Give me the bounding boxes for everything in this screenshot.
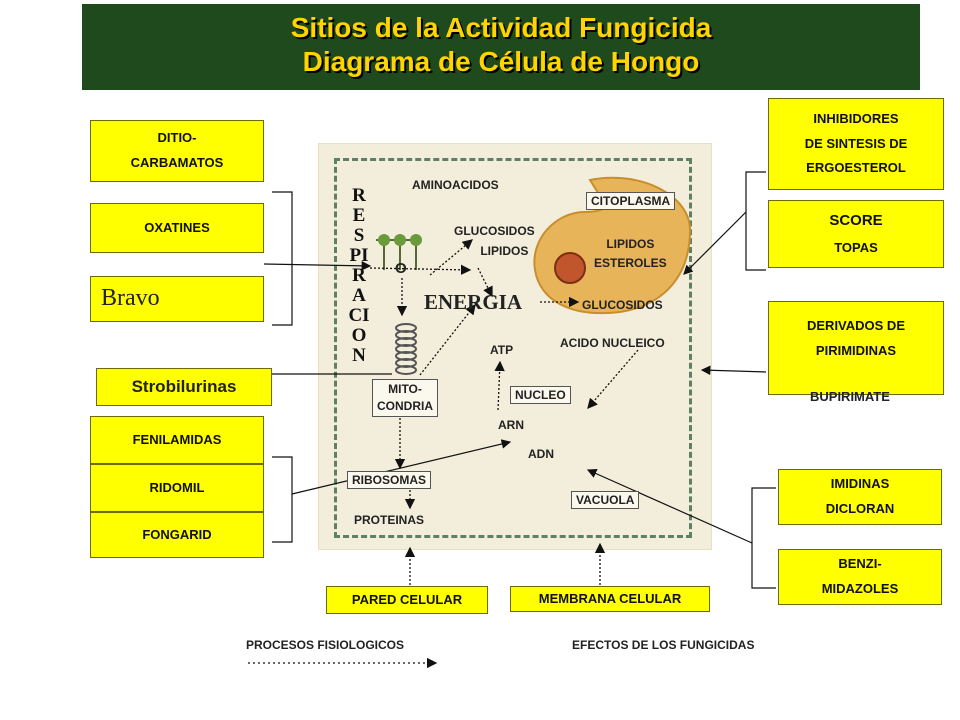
aminoacidos-label: AMINOACIDOS	[412, 178, 499, 192]
ditiocarbamatos-box: DITIO- CARBAMATOS	[90, 120, 264, 182]
inhibidores-line1: INHIBIDORES	[813, 110, 899, 126]
fenilamidas-box: FENILAMIDAS	[90, 416, 264, 464]
glucosidos-lipidos-label: GLUCOSIDOS LIPIDOS	[454, 221, 535, 261]
derivados-line2: PIRIMIDINAS	[815, 342, 897, 358]
mitocondria-line2: CONDRIA	[377, 399, 433, 413]
nucleus-circle	[554, 252, 586, 284]
ditio-line2: CARBAMATOS	[130, 155, 224, 170]
title-line-1: Sitios de la Actividad Fungicida	[290, 12, 712, 43]
membrana-celular-box: MEMBRANA CELULAR	[510, 586, 710, 612]
citoplasma-tag: CITOPLASMA	[586, 192, 676, 210]
atp-label: ATP	[490, 343, 514, 357]
lipidos-esteroles-label: LIPIDOS ESTEROLES	[594, 235, 667, 273]
bupirimate-label: BUPIRIMATE	[810, 389, 890, 404]
procesos-fisiologicos-label: PROCESOS FISIOLOGICOS	[246, 638, 405, 652]
nucleo-tag: NUCLEO	[510, 386, 571, 404]
benzimidazoles-box: BENZI- MIDAZOLES	[778, 549, 942, 605]
pared-celular-box: PARED CELULAR	[326, 586, 488, 614]
inhibidores-line3: ERGOESTEROL	[806, 160, 906, 176]
mitocondria-line1: MITO-	[388, 382, 422, 396]
internal-dotted-arrows	[369, 239, 639, 585]
benzi-line1: BENZI-	[838, 556, 882, 572]
glucosidos-right-label: GLUCOSIDOS	[582, 298, 663, 312]
lipidos-text: LIPIDOS	[480, 244, 529, 258]
ribosomas-tag: RIBOSOMAS	[347, 471, 432, 489]
o-label: O	[395, 260, 407, 277]
score-text: SCORE	[829, 212, 883, 230]
vacuola-tag: VACUOLA	[571, 491, 640, 509]
oxatines-box: OXATINES	[90, 203, 264, 253]
title-line-2: Diagrama de Célula de Hongo	[302, 46, 700, 77]
inhibidores-line2: DE SINTESIS DE	[804, 135, 908, 151]
fongarid-box: FONGARID	[90, 512, 264, 558]
benzi-line2: MIDAZOLES	[821, 581, 899, 596]
ditio-line1: DITIO-	[157, 130, 197, 146]
title-bar: Sitios de la Actividad Fungicida Diagram…	[82, 4, 920, 90]
external-connectors	[263, 171, 776, 589]
adn-label: ADN	[528, 447, 554, 461]
acido-nucleico-label: ACIDO NUCLEICO	[560, 336, 665, 350]
derivados-line1: DERIVADOS DE	[807, 318, 905, 333]
imidinas-line1: IMIDINAS	[830, 476, 890, 492]
ridomil-box: RIDOMIL	[90, 464, 264, 512]
imidinas-line2: DICLORAN	[825, 501, 895, 516]
arn-label: ARN	[498, 418, 524, 432]
lipidos-esteroles-line2: ESTEROLES	[594, 256, 667, 270]
respiracion-label: RESPIRACION	[348, 185, 370, 366]
derivados-box: DERIVADOS DE PIRIMIDINAS	[768, 301, 944, 395]
lipidos-esteroles-line1: LIPIDOS	[606, 237, 655, 251]
energia-label: ENERGIA	[424, 290, 523, 314]
mitocondria-tag: MITO- CONDRIA	[372, 379, 438, 417]
topas-text: TOPAS	[834, 239, 878, 255]
cell-membrane-outline	[334, 158, 692, 538]
bravo-box: Bravo	[90, 276, 264, 322]
proteinas-label: PROTEINAS	[354, 513, 425, 527]
strobilurinas-box: Strobilurinas	[96, 368, 272, 406]
score-topas-box: SCORE TOPAS	[768, 200, 944, 268]
mitochondria-pins	[376, 234, 422, 270]
ribosome-coil	[395, 323, 417, 375]
glucosidos-text: GLUCOSIDOS	[454, 224, 535, 238]
inhibidores-box: INHIBIDORES DE SINTESIS DE ERGOESTEROL	[768, 98, 944, 190]
efectos-fungicidas-label: EFECTOS DE LOS FUNGICIDAS	[572, 638, 755, 652]
imidinas-box: IMIDINAS DICLORAN	[778, 469, 942, 525]
